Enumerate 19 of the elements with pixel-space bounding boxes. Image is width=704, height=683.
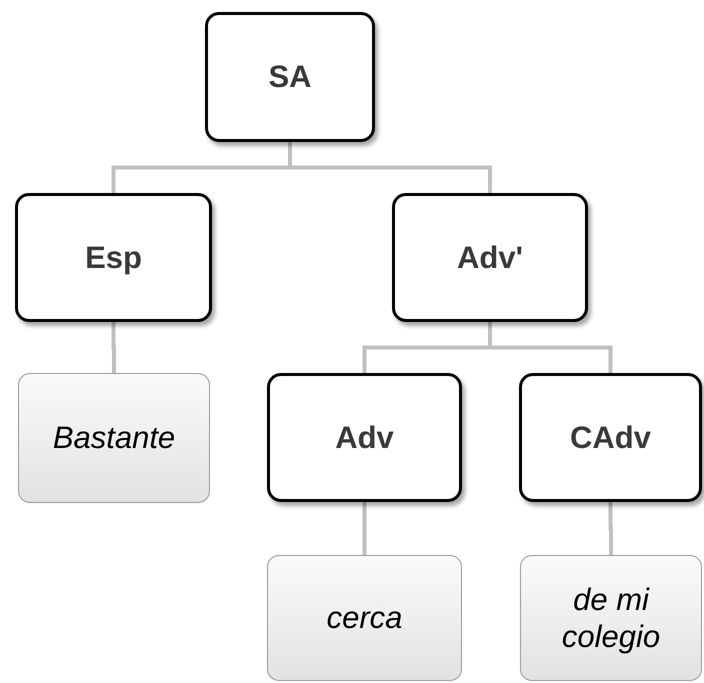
category-box [392, 193, 588, 322]
tree-connector [362, 502, 366, 555]
word-box [18, 373, 210, 503]
category-label: Adv' [457, 240, 523, 276]
word-label: cerca [326, 599, 402, 637]
category-label: Adv [335, 420, 394, 456]
word-box [520, 555, 702, 681]
category-label: SA [268, 59, 312, 95]
tree-connector [608, 502, 613, 555]
category-label: CAdv [570, 420, 651, 456]
word-label: Bastante [52, 419, 176, 457]
word-box [267, 555, 462, 681]
category-box [15, 193, 212, 322]
tree-connector [112, 322, 116, 373]
category-box [267, 373, 462, 502]
word-label: de mi colegio [560, 580, 662, 656]
category-label: Esp [85, 240, 142, 276]
category-box [205, 12, 375, 142]
category-box [519, 373, 702, 502]
